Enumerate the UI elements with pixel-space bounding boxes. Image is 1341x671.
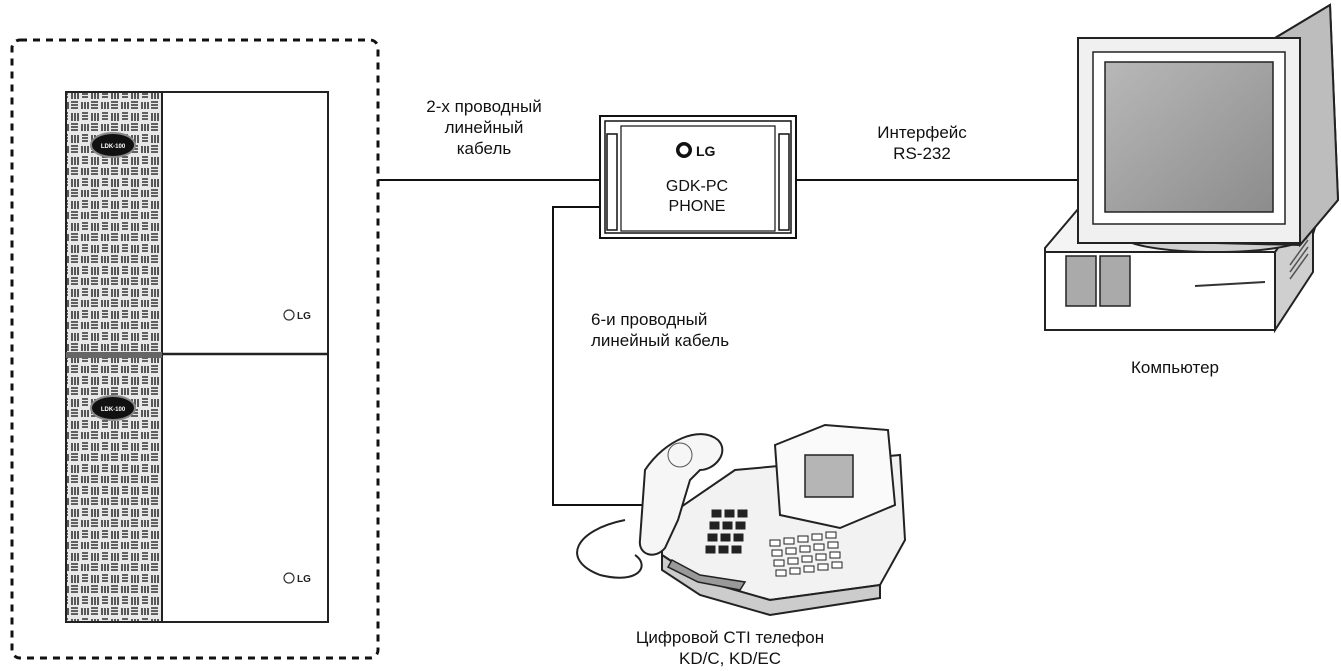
rs232-interface-label: Интерфейс RS-232 [862, 122, 982, 164]
pbx-lg-logo-bottom: LG [283, 572, 311, 585]
interface-label-line1: Интерфейс [877, 123, 967, 142]
six-wire-cable-label: 6-и проводный линейный кабель [591, 309, 729, 351]
two-wire-label-line2: линейный [444, 118, 524, 137]
adapter-model-line2: PHONE [669, 198, 726, 215]
six-wire-cable [552, 206, 662, 506]
phone-label-line1: Цифровой CTI телефон [635, 628, 825, 647]
pbx-cabinet: LDK-100 LDK-100 LG LG [65, 91, 329, 623]
two-wire-label-line3: кабель [456, 139, 512, 158]
six-wire-label-line1: 6-и проводный [591, 310, 708, 329]
two-wire-label-line1: 2-х проводный [426, 97, 542, 116]
computer-label-text: Компьютер [1131, 358, 1219, 377]
pbx-badge-text-top: LDK-100 [101, 144, 126, 150]
pbx-badge-text-bottom: LDK-100 [101, 407, 126, 413]
pbx-boundary [10, 38, 380, 660]
interface-label-line2: RS-232 [893, 144, 951, 163]
two-wire-cable-label: 2-х проводный линейный кабель [405, 96, 563, 159]
pbx-brand-top: LG [297, 311, 311, 322]
computer-label: Компьютер [1105, 357, 1245, 378]
pbx-lg-logo-top: LG [283, 309, 311, 322]
cti-phone-illustration [576, 423, 907, 617]
pbx-brand-bottom: LG [297, 574, 311, 585]
phone-label: Цифровой CTI телефон KD/C, KD/EC [610, 627, 850, 669]
computer-illustration [1044, 3, 1340, 334]
six-wire-label-line2: линейный кабель [591, 331, 730, 350]
pbx-badge-top: LDK-100 [90, 132, 136, 158]
adapter-model-line1: GDK-PC [666, 178, 728, 195]
adapter-brand: LG [696, 143, 716, 159]
pbx-badge-bottom: LDK-100 [90, 395, 136, 421]
phone-label-line2: KD/C, KD/EC [678, 649, 782, 668]
gdk-pc-phone-adapter: LG GDK-PC PHONE [599, 115, 797, 239]
lg-logo-icon: LG [676, 142, 716, 159]
